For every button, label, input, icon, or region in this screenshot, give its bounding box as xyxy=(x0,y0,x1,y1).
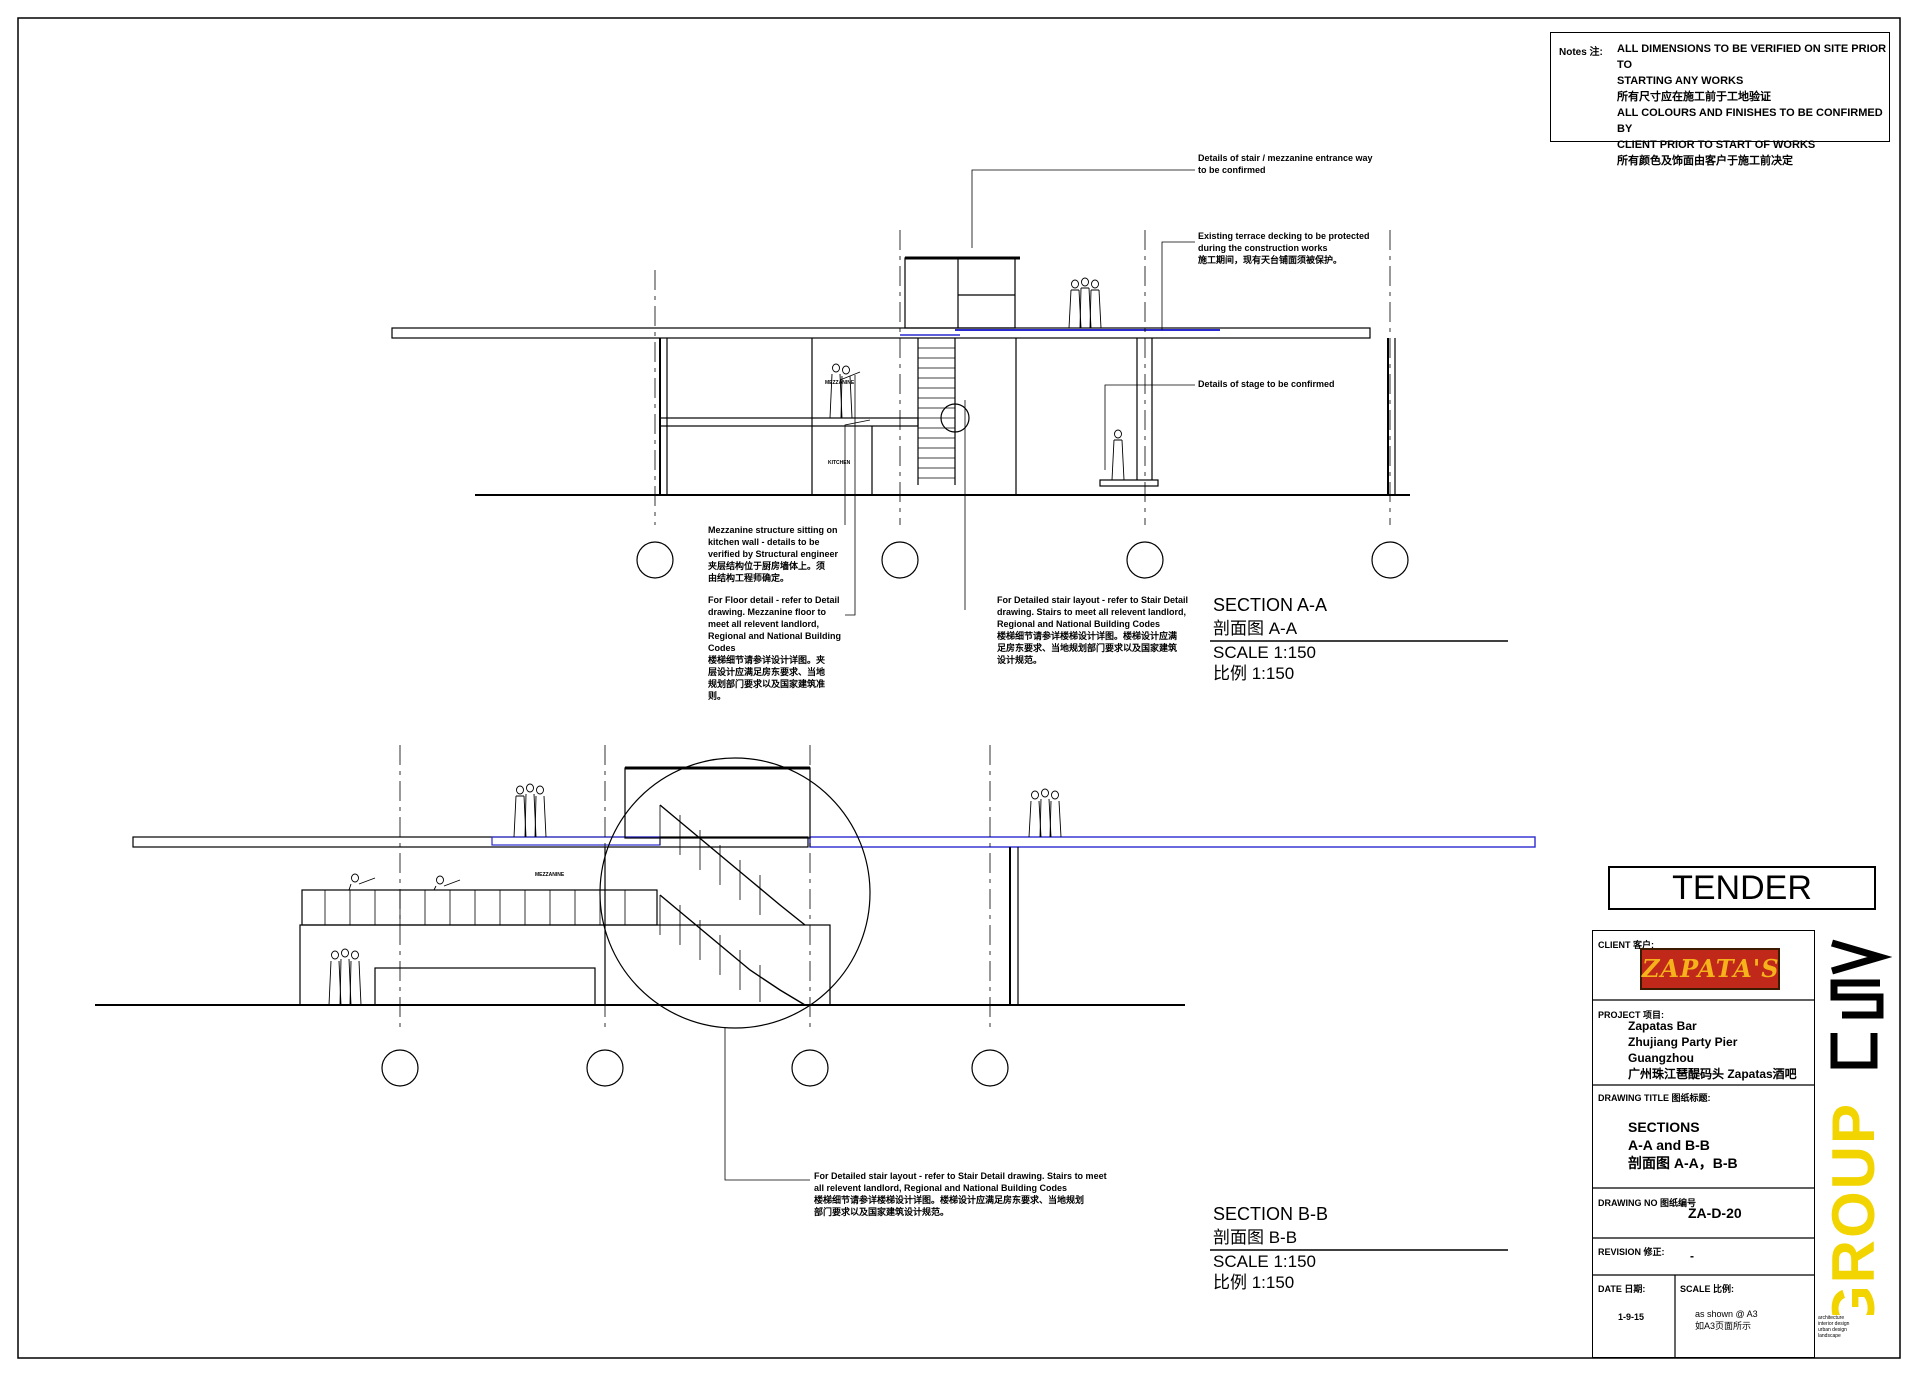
drawing-title-label: DRAWING TITLE 图纸标题: xyxy=(1598,1093,1711,1103)
annotation-mezzanine-structure: Mezzanine structure sitting on kitchen w… xyxy=(708,525,839,583)
revision-value: - xyxy=(1690,1249,1694,1263)
section-b-drawing xyxy=(95,745,1536,1181)
date-value: 1-9-15 xyxy=(1618,1312,1645,1322)
annotation-stage: Details of stage to be confirmed xyxy=(1198,379,1335,389)
room-label-mezzanine-a: MEZZANINE xyxy=(825,380,855,386)
section-a-title-cn: 剖面图 A-A xyxy=(1213,619,1298,638)
notes-box: Notes 注: ALL DIMENSIONS TO BE VERIFIED O… xyxy=(1550,32,1890,167)
brand-logo-area: GROUP xyxy=(1822,935,1892,1315)
drawing-no-value: ZA-D-20 xyxy=(1688,1205,1742,1221)
section-b-title-cn: 剖面图 B-B xyxy=(1213,1228,1298,1247)
brand-tagline: architecture interior design urban desig… xyxy=(1818,1315,1850,1339)
annotation-stair-entrance: Details of stair / mezzanine entrance wa… xyxy=(1198,153,1373,175)
section-a-scale-cn: 比例 1:150 xyxy=(1213,664,1295,683)
annotation-stair-layout-a: For Detailed stair layout - refer to Sta… xyxy=(997,595,1189,665)
section-b-grid-markers xyxy=(381,1049,1009,1087)
project-value: Zapatas Bar Zhujiang Party Pier Guangzho… xyxy=(1628,1019,1797,1081)
title-block-lines xyxy=(1592,999,1815,1358)
section-b-title: SECTION B-B xyxy=(1213,1204,1329,1224)
notes-text: ALL DIMENSIONS TO BE VERIFIED ON SITE PR… xyxy=(1617,43,1887,167)
scale-value: as shown @ A3 如A3页面所示 xyxy=(1695,1309,1758,1331)
client-label: CLIENT 客户: xyxy=(1598,940,1654,950)
notes-label: Notes 注: xyxy=(1559,47,1603,58)
title-block xyxy=(1592,930,1815,1358)
tender-stamp: TENDER xyxy=(1608,866,1876,910)
section-a-title: SECTION A-A xyxy=(1213,595,1328,615)
room-label-mezzanine-b: MEZZANINE xyxy=(535,872,565,878)
section-b-scale: SCALE 1:150 xyxy=(1213,1252,1317,1271)
brand-name: GROUP xyxy=(1822,1101,1887,1315)
scale-label: SCALE 比例: xyxy=(1680,1284,1735,1294)
room-label-kitchen: KITCHEN xyxy=(828,460,851,466)
drawing-title-value: SECTIONS A-A and B-B 剖面图 A-A，B-B xyxy=(1628,1119,1738,1171)
drawing-no-label: DRAWING NO 图纸编号 xyxy=(1598,1198,1696,1208)
section-b-scale-cn: 比例 1:150 xyxy=(1213,1273,1295,1292)
annotation-terrace-decking: Existing terrace decking to be protected… xyxy=(1198,231,1370,265)
section-a-drawing xyxy=(391,169,1410,616)
section-a-grid-markers xyxy=(636,541,1409,579)
section-a-scale: SCALE 1:150 xyxy=(1213,643,1317,662)
annotation-stair-layout-b: For Detailed stair layout - refer to Sta… xyxy=(814,1171,1107,1217)
date-label: DATE 日期: xyxy=(1598,1284,1646,1294)
brand-mark-icon xyxy=(1830,939,1892,1069)
revision-label: REVISION 修正: xyxy=(1598,1247,1665,1257)
annotation-floor-detail: For Floor detail - refer to Detail drawi… xyxy=(708,595,842,701)
project-label: PROJECT 项目: xyxy=(1598,1010,1665,1020)
client-logo: ZAPATA'S xyxy=(1640,948,1780,990)
